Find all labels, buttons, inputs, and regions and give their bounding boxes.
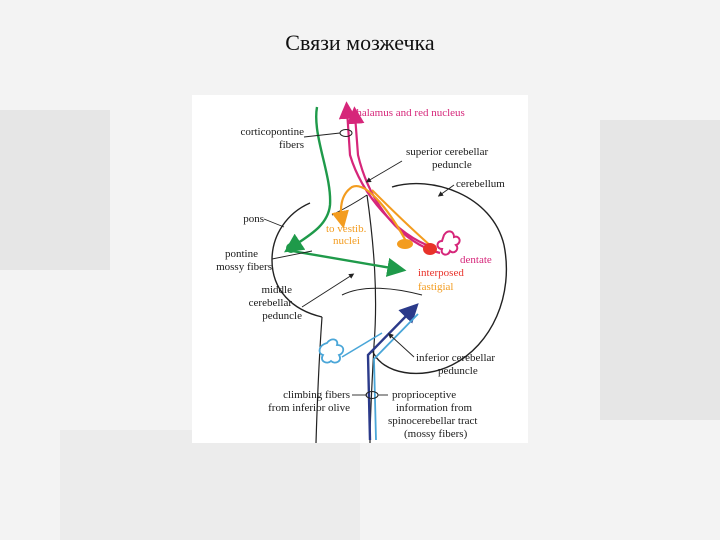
label-middle-peduncle-1: middle	[261, 284, 292, 296]
label-pontine-mossy-1: pontine	[225, 248, 258, 260]
label-to-vestib-1: to vestib.	[326, 223, 367, 235]
orange-efferent-2	[371, 189, 433, 248]
diagram-svg: to thalamus and red nucleus corticoponti…	[216, 101, 508, 443]
dentate-nucleus	[436, 230, 461, 256]
leader-superior-peduncle	[365, 160, 403, 183]
label-cerebellum: cerebellum	[456, 178, 505, 190]
label-proprio-4: (mossy fibers)	[404, 428, 468, 440]
navy-spinocerebellar-2	[373, 313, 419, 441]
label-proprio-3: spinocerebellar tract	[388, 415, 477, 427]
label-to-thalamus: to thalamus and red nucleus	[342, 107, 465, 119]
cerebellum-connections-diagram: to thalamus and red nucleus corticoponti…	[192, 95, 528, 443]
label-superior-peduncle-2: peduncle	[432, 159, 472, 171]
label-fastigial: fastigial	[418, 281, 453, 293]
label-proprio-2: information from	[396, 402, 473, 414]
label-inferior-peduncle-1: inferior cerebellar	[416, 352, 495, 364]
leader-pontine-mossy	[271, 250, 313, 260]
label-corticopontine-2: fibers	[279, 139, 304, 151]
pontine-nucleus	[286, 243, 296, 253]
background-panel-left	[0, 110, 110, 270]
brainstem-right-outline	[366, 194, 377, 443]
label-climbing-2: from inferior olive	[268, 402, 350, 414]
climbing-fibers	[341, 332, 383, 358]
background-panel-bottom	[60, 430, 360, 540]
label-inferior-peduncle-2: peduncle	[438, 365, 478, 377]
leader-corticopontine	[303, 132, 341, 138]
peduncle-line	[341, 287, 423, 296]
label-pontine-mossy-2: mossy fibers	[216, 261, 272, 273]
leader-cerebellum	[437, 184, 455, 197]
fissure-line	[331, 194, 368, 216]
leader-pons	[263, 218, 285, 228]
corticopontine-marker	[339, 129, 353, 137]
label-middle-peduncle-2: cerebellar	[249, 297, 293, 309]
cerebellum-outline	[371, 183, 508, 375]
green-corticopontine	[284, 106, 332, 253]
leader-middle-peduncle	[301, 273, 355, 308]
inferior-olive	[318, 338, 345, 364]
navy-spinocerebellar-1	[366, 303, 419, 441]
label-climbing-1: climbing fibers	[283, 389, 350, 401]
label-to-vestib-2: nuclei	[333, 235, 360, 247]
orange-efferent-1	[331, 185, 408, 244]
label-interposed: interposed	[418, 267, 464, 279]
label-dentate: dentate	[460, 254, 492, 266]
label-corticopontine-1: corticopontine	[240, 126, 304, 138]
label-superior-peduncle-1: superior cerebellar	[406, 146, 488, 158]
brainstem-left-outline	[315, 316, 323, 443]
label-pons: pons	[243, 213, 264, 225]
label-proprio-1: proprioceptive	[392, 389, 456, 401]
green-pontine-mossy	[291, 249, 407, 277]
pons-outline	[271, 202, 323, 318]
slide-title: Связи мозжечка	[285, 30, 435, 55]
label-middle-peduncle-3: peduncle	[262, 310, 302, 322]
interposed-nucleus	[423, 243, 437, 255]
background-panel-right	[600, 120, 720, 420]
magenta-efferent-1	[338, 101, 433, 249]
fastigial-nucleus	[397, 239, 413, 249]
leader-inferior-peduncle	[388, 333, 415, 358]
